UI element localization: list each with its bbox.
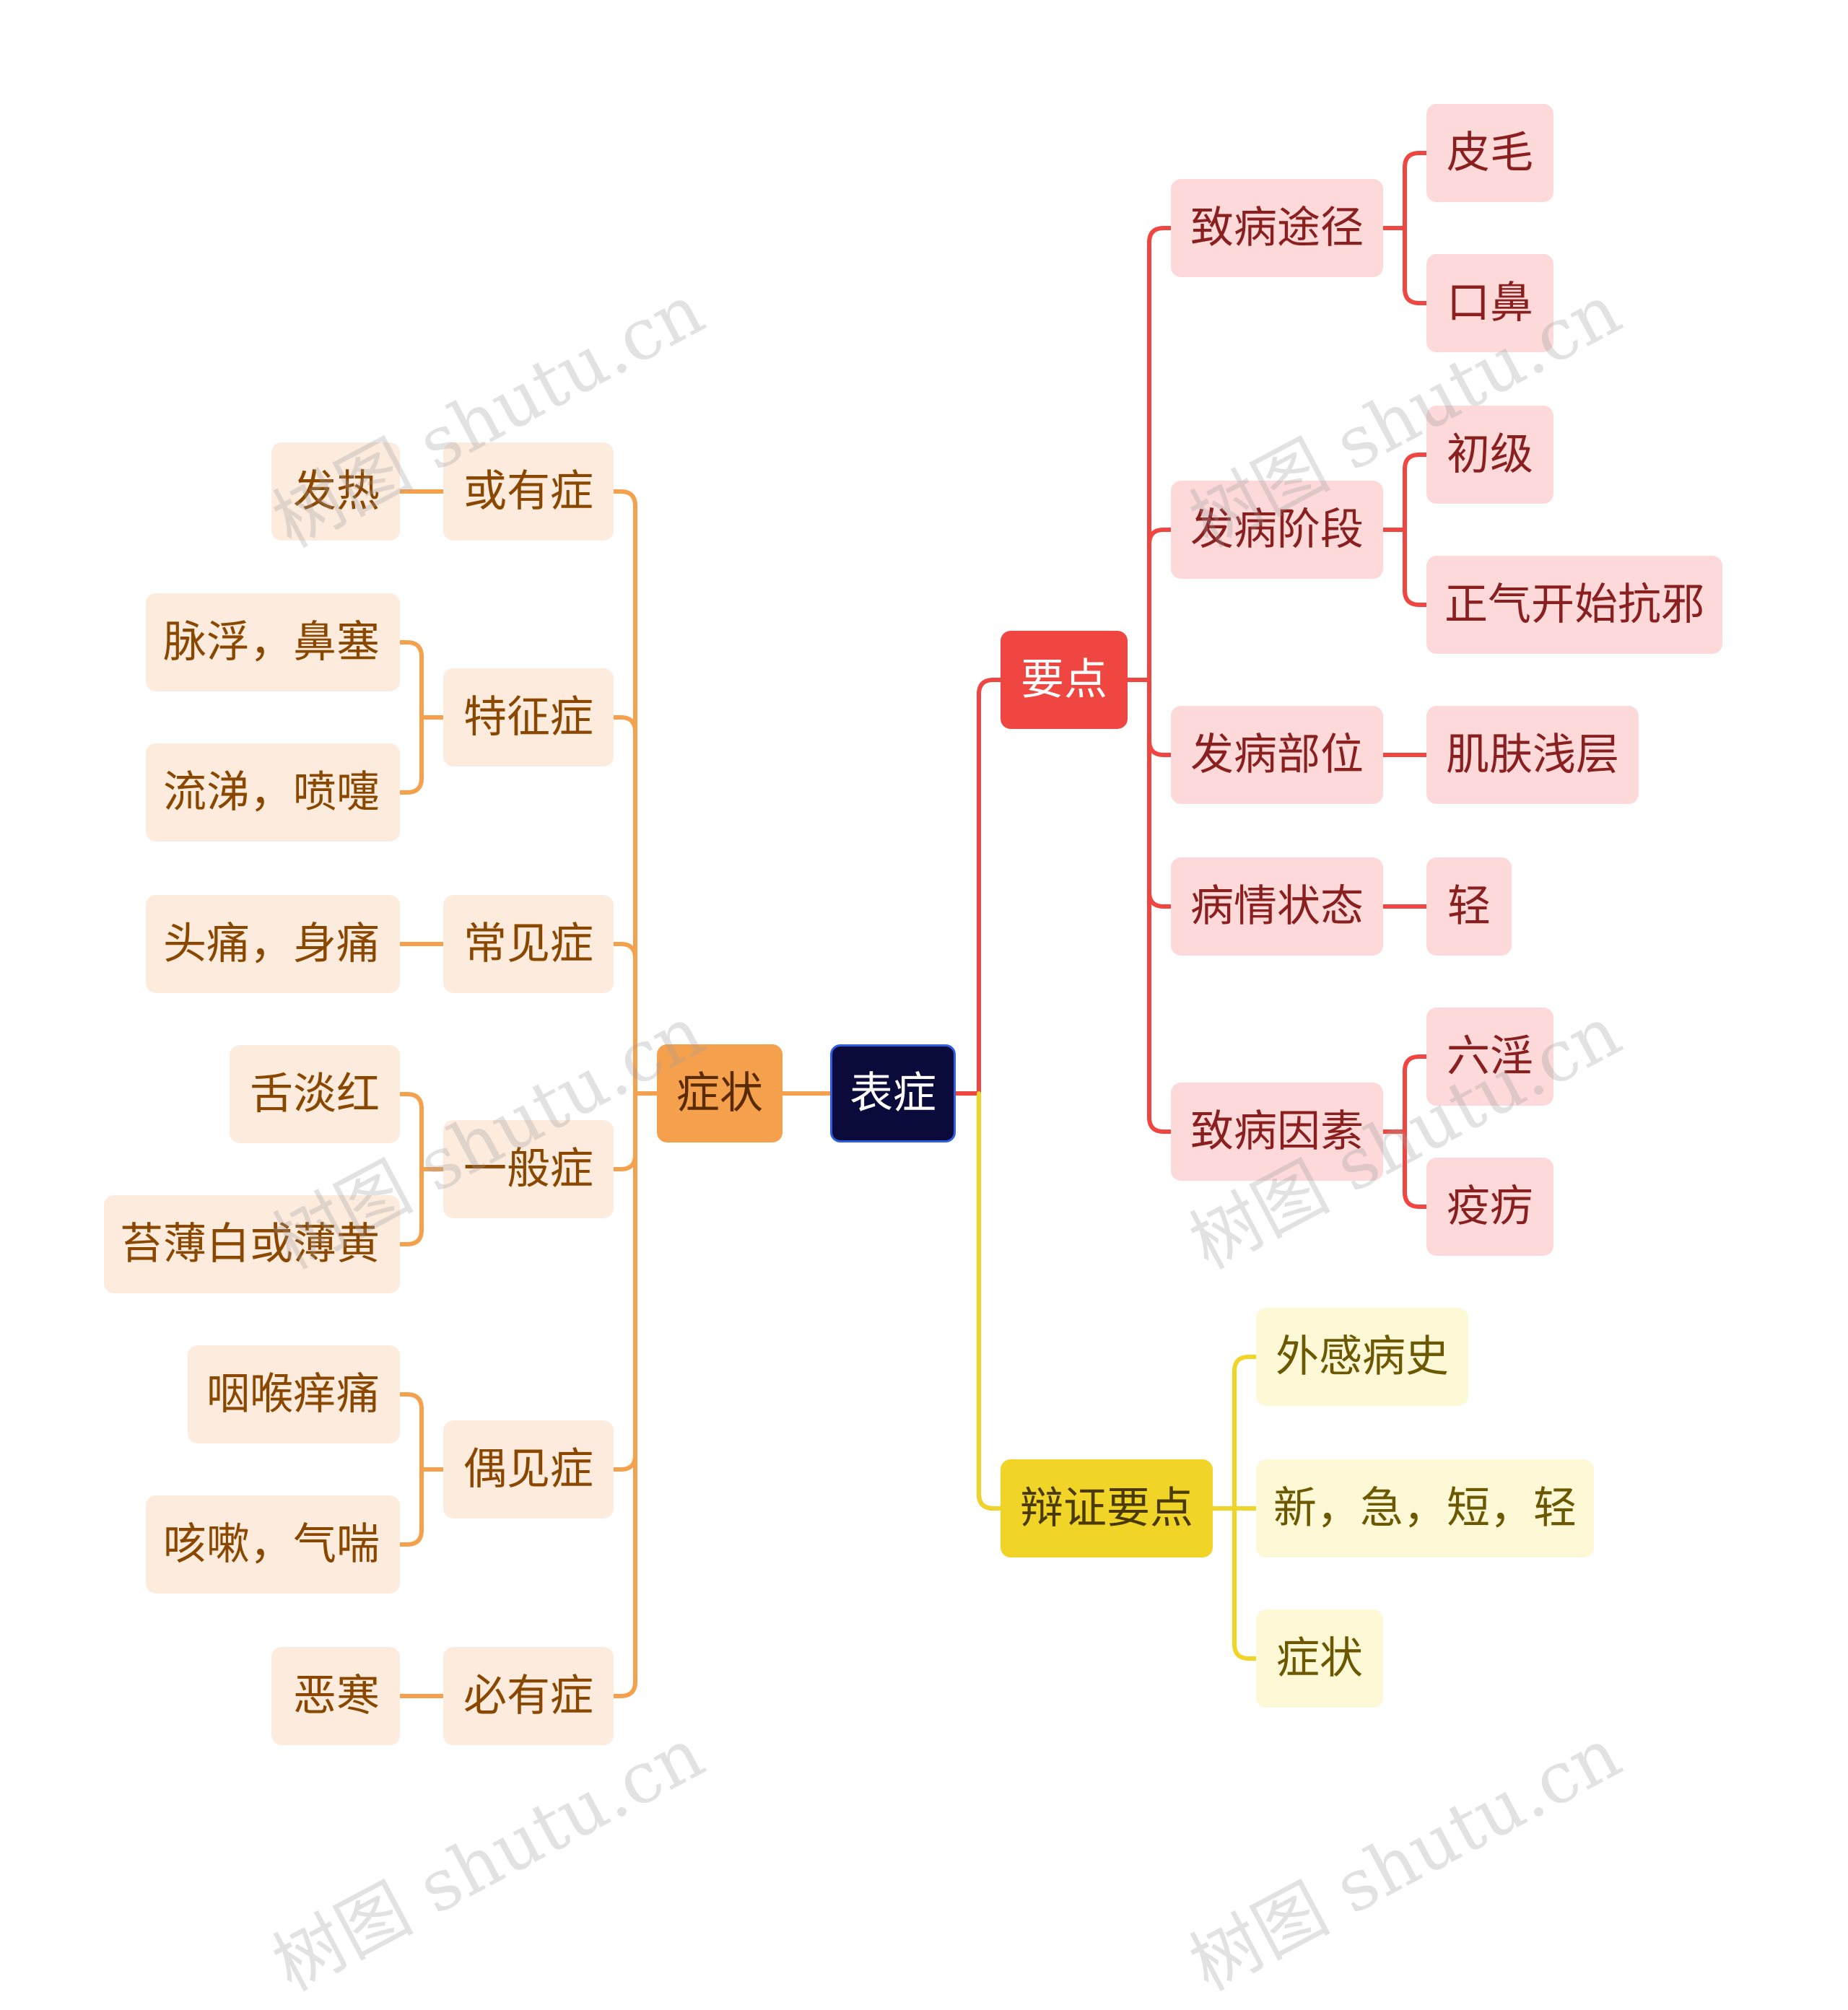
- group-fabing-jieduan[interactable]: 发病阶段: [1171, 481, 1383, 579]
- connector: [398, 640, 424, 720]
- group-fabing-buwei[interactable]: 发病部位: [1171, 706, 1383, 804]
- leaf-fare[interactable]: 发热: [271, 442, 400, 541]
- leaf-wuhan[interactable]: 恶寒: [271, 1647, 400, 1745]
- connector: [611, 489, 637, 1096]
- connector: [1147, 226, 1173, 682]
- branch-key-points[interactable]: 要点: [1001, 631, 1128, 729]
- connector-lines: [398, 151, 1429, 1698]
- connector: [611, 942, 637, 1096]
- mind-map: 表症 症状 或有症 发热 特征症 脉浮，鼻塞 流涕，喷嚏 常见症 头痛，身痛 一…: [104, 104, 1722, 2007]
- group-zhibing-yinsu[interactable]: 致病因素: [1171, 1083, 1383, 1181]
- connector: [1232, 1506, 1258, 1661]
- connector: [1403, 1129, 1429, 1209]
- connector: [1147, 528, 1173, 682]
- connector: [611, 715, 637, 1096]
- connector: [398, 1392, 424, 1472]
- leaf-jifu-qianceng[interactable]: 肌肤浅层: [1426, 706, 1639, 804]
- connector: [611, 1091, 637, 1171]
- group-biyouzheng[interactable]: 必有症: [443, 1647, 614, 1745]
- leaf-xin-ji-duan-qing[interactable]: 新，急，短，轻: [1256, 1459, 1594, 1557]
- group-changjianzheng[interactable]: 常见症: [443, 895, 614, 993]
- group-oujianzheng[interactable]: 偶见症: [443, 1420, 614, 1519]
- connector: [1403, 1054, 1429, 1134]
- leaf-zhengzhuang[interactable]: 症状: [1256, 1609, 1383, 1708]
- connector: [1403, 151, 1429, 230]
- connector: [1147, 678, 1173, 757]
- connector: [611, 1091, 637, 1472]
- connector: [398, 1092, 424, 1171]
- connector: [611, 1091, 637, 1698]
- connector: [977, 678, 1003, 1096]
- connector: [977, 1091, 1003, 1511]
- root-node[interactable]: 表症: [830, 1044, 956, 1142]
- connector: [1147, 678, 1173, 909]
- leaf-taibobai[interactable]: 苔薄白或薄黄: [104, 1195, 400, 1293]
- branch-diagnosis[interactable]: 辩证要点: [1001, 1459, 1213, 1557]
- connector: [1403, 528, 1429, 607]
- leaf-kesou-qichuan[interactable]: 咳嗽，气喘: [146, 1495, 400, 1594]
- connector: [398, 1167, 424, 1246]
- leaf-waigan-bingshi[interactable]: 外感病史: [1256, 1308, 1468, 1406]
- leaf-zhengqi-kangxie[interactable]: 正气开始抗邪: [1426, 556, 1722, 654]
- leaf-maifu-bise[interactable]: 脉浮，鼻塞: [146, 593, 400, 691]
- connector: [977, 1091, 1003, 1511]
- leaf-pimao[interactable]: 皮毛: [1426, 104, 1553, 202]
- connector: [398, 1467, 424, 1547]
- leaf-yili[interactable]: 疫疠: [1426, 1158, 1553, 1256]
- branch-symptoms[interactable]: 症状: [657, 1044, 783, 1142]
- connector: [1403, 453, 1429, 532]
- leaf-chuji[interactable]: 初级: [1426, 406, 1553, 504]
- leaf-toutong-shentong[interactable]: 头痛，身痛: [146, 895, 400, 993]
- connector: [1147, 678, 1173, 1134]
- group-yibanzheng[interactable]: 一般症: [443, 1120, 614, 1218]
- leaf-liuyin[interactable]: 六淫: [1426, 1008, 1553, 1106]
- leaf-qing[interactable]: 轻: [1426, 857, 1512, 956]
- group-huoyouzheng[interactable]: 或有症: [443, 442, 614, 541]
- connector: [1232, 1355, 1258, 1511]
- group-zhibing-tujing[interactable]: 致病途径: [1171, 179, 1383, 277]
- group-bingqing-zhuangtai[interactable]: 病情状态: [1171, 857, 1383, 956]
- group-tezhengzheng[interactable]: 特征症: [443, 668, 614, 766]
- leaf-yanhou-yangtong[interactable]: 咽喉痒痛: [188, 1345, 400, 1443]
- connector: [398, 715, 424, 795]
- connector: [1403, 226, 1429, 305]
- leaf-shedanhong[interactable]: 舌淡红: [230, 1045, 400, 1143]
- leaf-liuti-penti[interactable]: 流涕，喷嚏: [146, 743, 400, 842]
- leaf-koubi[interactable]: 口鼻: [1426, 254, 1553, 352]
